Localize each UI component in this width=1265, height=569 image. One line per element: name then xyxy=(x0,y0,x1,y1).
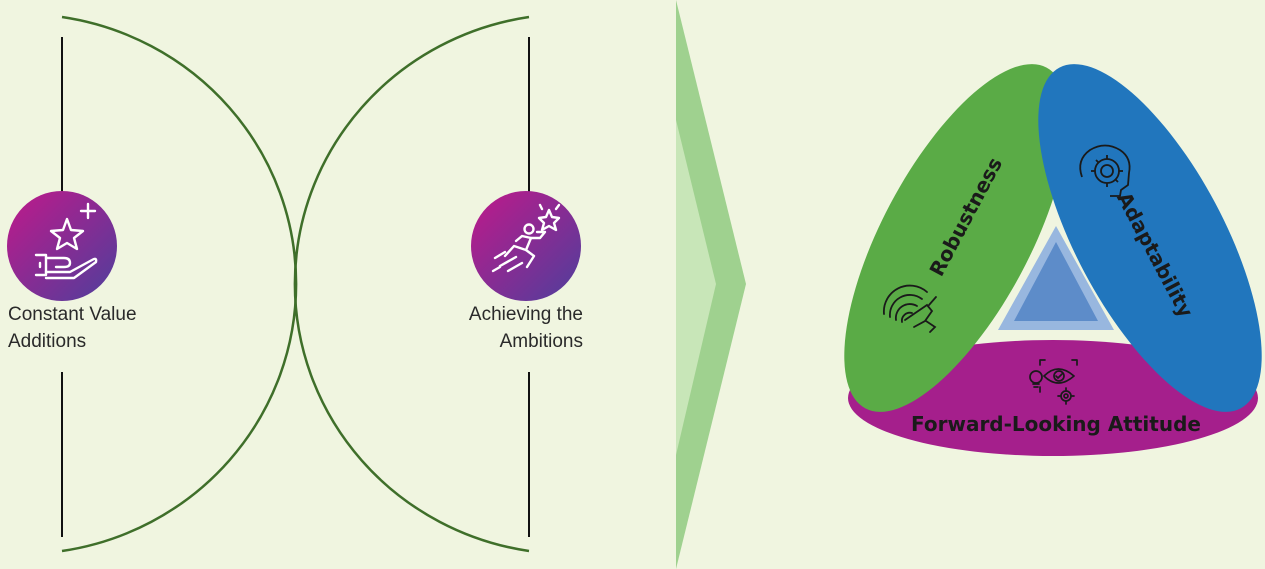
robustness-segment xyxy=(844,64,1068,412)
achieving-ambitions-node xyxy=(471,191,581,301)
gear-head-icon xyxy=(1079,144,1131,197)
achieving-ambitions-caption-line1: Achieving the xyxy=(468,304,583,325)
vertical-lines xyxy=(61,37,530,537)
intersecting-arcs xyxy=(61,15,530,553)
constant-value-caption: Constant Value Additions xyxy=(8,301,137,355)
hand-with-stars-icon xyxy=(34,202,98,280)
achieving-ambitions-caption: Achieving the Ambitions xyxy=(420,301,583,355)
person-reaching-star-icon xyxy=(491,203,561,273)
adaptability-segment xyxy=(1038,64,1262,412)
constant-value-caption-line2: Additions xyxy=(8,331,87,352)
chevron-arrow xyxy=(676,0,746,569)
right-arc xyxy=(293,15,530,553)
constant-value-node xyxy=(7,191,117,301)
shield-arrows-icon xyxy=(883,284,937,333)
constant-value-caption-line1: Constant Value xyxy=(8,304,137,325)
achieving-ambitions-caption-line2: Ambitions xyxy=(499,331,583,352)
triangle-icon xyxy=(998,226,1114,330)
triangle-diagram: Robustness Adaptability Forward-Looking … xyxy=(844,64,1262,456)
forward-looking-label: Forward-Looking Attitude xyxy=(911,412,1201,436)
eye-bulb-gear-icon xyxy=(1029,359,1078,405)
